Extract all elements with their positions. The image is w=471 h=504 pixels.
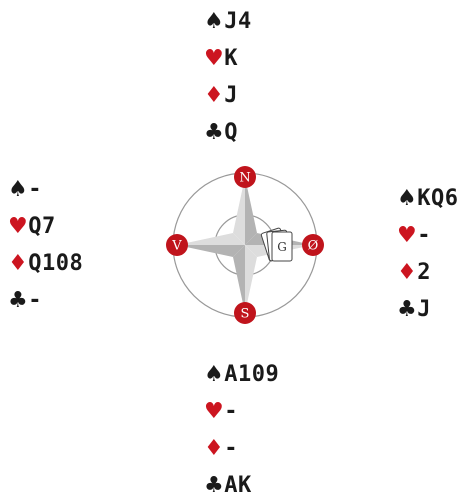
east-hearts-cards: - bbox=[417, 223, 431, 248]
heart-icon: ♥ bbox=[204, 399, 225, 424]
east-clubs-cards: J bbox=[417, 297, 431, 322]
east-label: Ø bbox=[308, 239, 319, 254]
diamond-icon: ♦ bbox=[397, 260, 418, 285]
east-clubs-row: ♣J bbox=[397, 291, 458, 328]
club-icon: ♣ bbox=[397, 297, 418, 322]
diamond-icon: ♦ bbox=[204, 436, 225, 461]
heart-icon: ♥ bbox=[397, 223, 418, 248]
east-diamonds-cards: 2 bbox=[417, 260, 431, 285]
north-diamonds-cards: J bbox=[224, 83, 238, 108]
spade-icon: ♠ bbox=[204, 9, 225, 34]
west-diamonds-cards: Q108 bbox=[28, 251, 84, 276]
compass-needle bbox=[177, 177, 313, 313]
compass-south-badge: S bbox=[234, 302, 256, 324]
east-hand: ♠KQ6 ♥- ♦2 ♣J bbox=[397, 180, 458, 328]
west-hand: ♠- ♥Q7 ♦Q108 ♣- bbox=[8, 171, 83, 319]
south-clubs-row: ♣AK bbox=[204, 467, 279, 504]
club-icon: ♣ bbox=[204, 473, 225, 498]
west-hearts-cards: Q7 bbox=[28, 214, 56, 239]
north-label: N bbox=[239, 171, 250, 186]
north-hearts-cards: K bbox=[224, 46, 238, 71]
west-hearts-row: ♥Q7 bbox=[8, 208, 83, 245]
east-spades-cards: KQ6 bbox=[417, 186, 459, 211]
east-spades-row: ♠KQ6 bbox=[397, 180, 458, 217]
club-icon: ♣ bbox=[204, 120, 225, 145]
south-spades-row: ♠A109 bbox=[204, 356, 279, 393]
north-clubs-cards: Q bbox=[224, 120, 238, 145]
compass-rose: G N S V Ø bbox=[166, 166, 324, 324]
west-label: V bbox=[171, 239, 182, 254]
compass-east-badge: Ø bbox=[302, 234, 324, 256]
dealer-marker: G bbox=[260, 227, 293, 262]
west-clubs-cards: - bbox=[28, 288, 42, 313]
west-clubs-row: ♣- bbox=[8, 282, 83, 319]
diamond-icon: ♦ bbox=[204, 83, 225, 108]
south-spades-cards: A109 bbox=[224, 362, 280, 387]
south-diamonds-cards: - bbox=[224, 436, 238, 461]
spade-icon: ♠ bbox=[397, 186, 418, 211]
north-hearts-row: ♥K bbox=[204, 40, 252, 77]
heart-icon: ♥ bbox=[8, 214, 29, 239]
north-hand: ♠J4 ♥K ♦J ♣Q bbox=[204, 3, 252, 151]
north-spades-cards: J4 bbox=[224, 9, 252, 34]
south-label: S bbox=[241, 307, 250, 322]
north-diamonds-row: ♦J bbox=[204, 77, 252, 114]
south-hand: ♠A109 ♥- ♦- ♣AK bbox=[204, 356, 279, 504]
compass-north-badge: N bbox=[234, 166, 256, 188]
south-hearts-cards: - bbox=[224, 399, 238, 424]
club-icon: ♣ bbox=[8, 288, 29, 313]
heart-icon: ♥ bbox=[204, 46, 225, 71]
west-spades-cards: - bbox=[28, 177, 42, 202]
compass-west-badge: V bbox=[166, 234, 188, 256]
south-clubs-cards: AK bbox=[224, 473, 252, 498]
north-clubs-row: ♣Q bbox=[204, 114, 252, 151]
spade-icon: ♠ bbox=[8, 177, 29, 202]
diamond-icon: ♦ bbox=[8, 251, 29, 276]
south-hearts-row: ♥- bbox=[204, 393, 279, 430]
south-diamonds-row: ♦- bbox=[204, 430, 279, 467]
dealer-letter: G bbox=[277, 240, 287, 254]
spade-icon: ♠ bbox=[204, 362, 225, 387]
east-hearts-row: ♥- bbox=[397, 217, 458, 254]
north-spades-row: ♠J4 bbox=[204, 3, 252, 40]
east-diamonds-row: ♦2 bbox=[397, 254, 458, 291]
west-spades-row: ♠- bbox=[8, 171, 83, 208]
west-diamonds-row: ♦Q108 bbox=[8, 245, 83, 282]
